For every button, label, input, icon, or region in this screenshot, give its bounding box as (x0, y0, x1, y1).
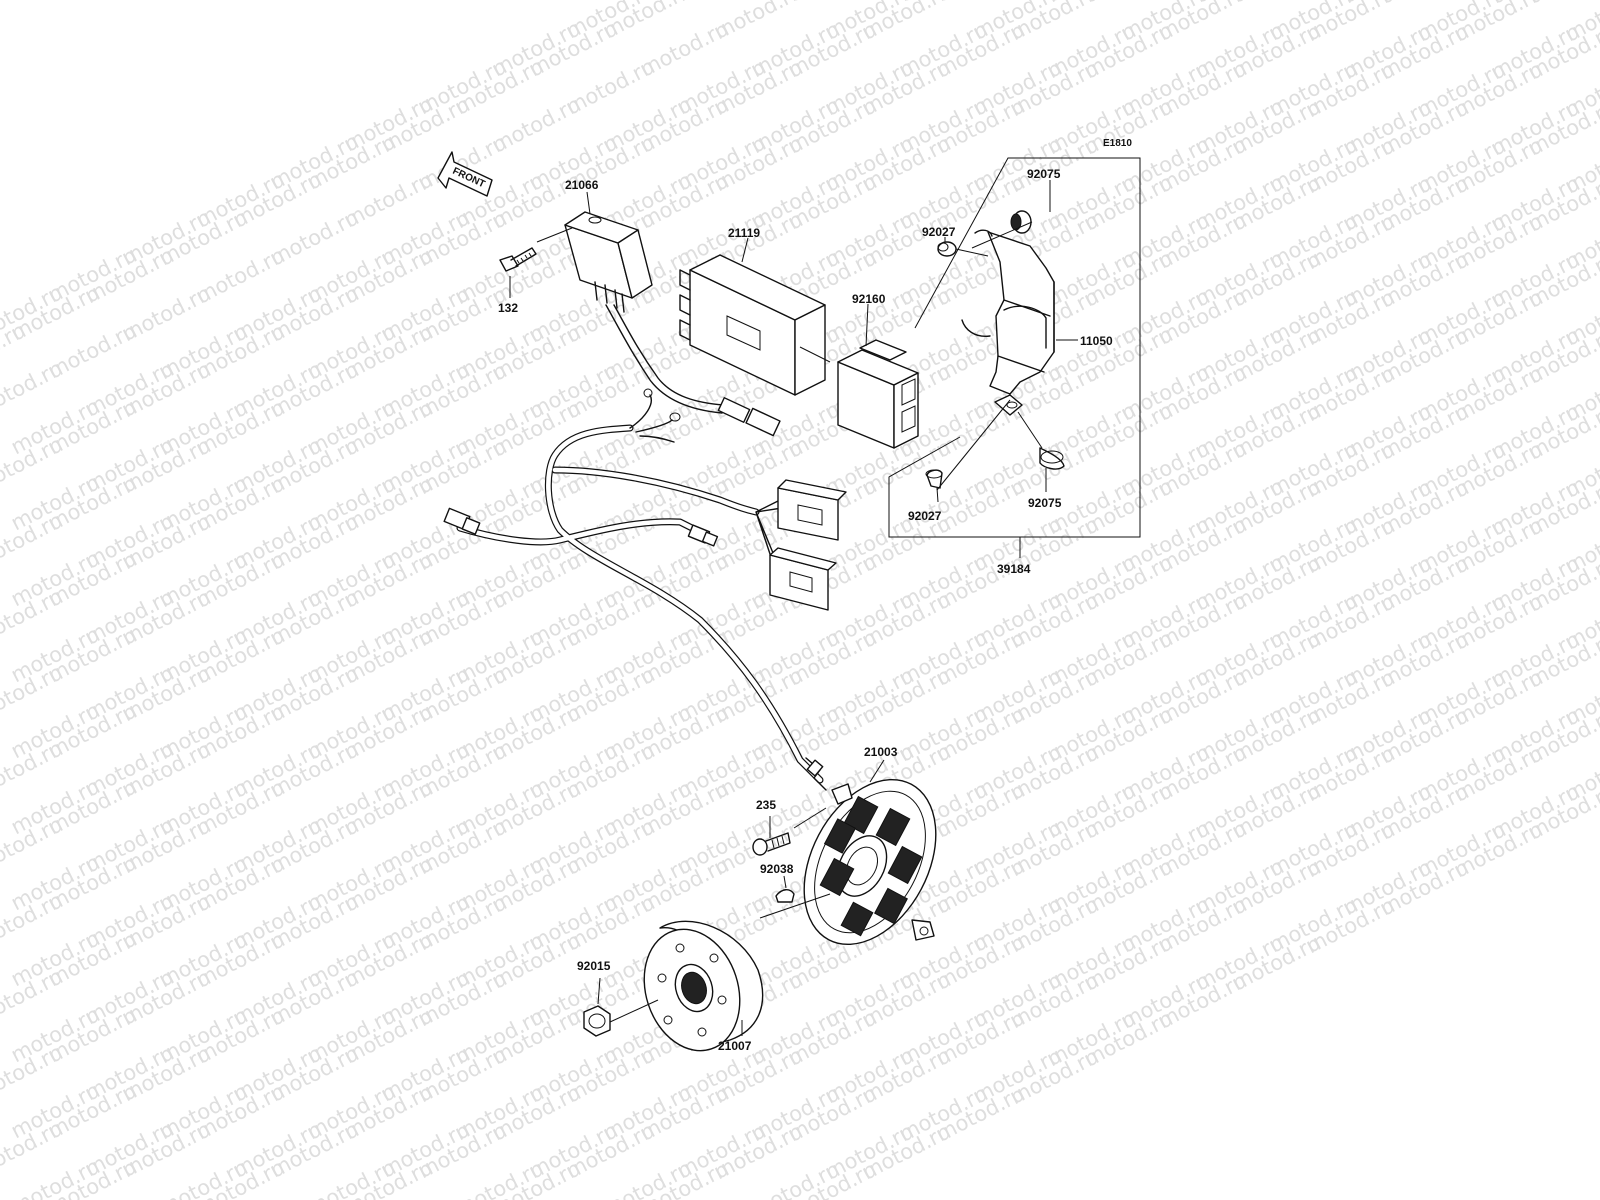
kit-bracket-outline (888, 157, 1141, 538)
label-235: 235 (756, 798, 776, 812)
part-labels: 21066 132 21119 92160 92075 92027 11050 … (498, 167, 1113, 1053)
part-21007-rotor-icon (643, 920, 764, 1052)
label-92160: 92160 (852, 292, 886, 306)
part-235-screw-icon (752, 832, 791, 856)
label-21066: 21066 (565, 178, 599, 192)
label-92038: 92038 (760, 862, 794, 876)
label-11050: 11050 (1080, 334, 1113, 348)
part-21003-stator-icon (803, 778, 937, 946)
label-132: 132 (498, 301, 518, 315)
label-92075-upper: 92075 (1027, 167, 1061, 181)
label-21119: 21119 (728, 226, 760, 240)
part-11050-bracket-icon (961, 229, 1055, 416)
part-92160-connector-block-icon (837, 339, 919, 449)
part-92015-nut-icon (583, 1005, 611, 1037)
part-92075-upper-grommet-icon (1010, 210, 1032, 234)
label-92027-upper: 92027 (922, 225, 956, 239)
label-92027-lower: 92027 (908, 509, 942, 523)
label-92015: 92015 (577, 959, 611, 973)
wiring-harness-icon (443, 388, 847, 791)
part-92038-key-icon (775, 889, 795, 903)
label-21007: 21007 (718, 1039, 752, 1053)
part-132-bolt-icon (499, 247, 537, 272)
leader-lines (509, 180, 1078, 1036)
diagram-code: E1810 (1103, 138, 1132, 149)
part-21119-cdi-unit-icon (679, 254, 826, 396)
label-92075-lower: 92075 (1028, 496, 1062, 510)
part-92027-upper-collar-icon (937, 241, 957, 257)
part-92027-lower-collar-icon (925, 469, 943, 489)
label-21003: 21003 (864, 745, 898, 759)
front-arrow-icon: FRONT (437, 151, 493, 197)
part-92075-lower-grommet-icon (1039, 447, 1065, 470)
label-39184: 39184 (997, 562, 1031, 576)
part-21066-relay-icon (564, 211, 781, 437)
